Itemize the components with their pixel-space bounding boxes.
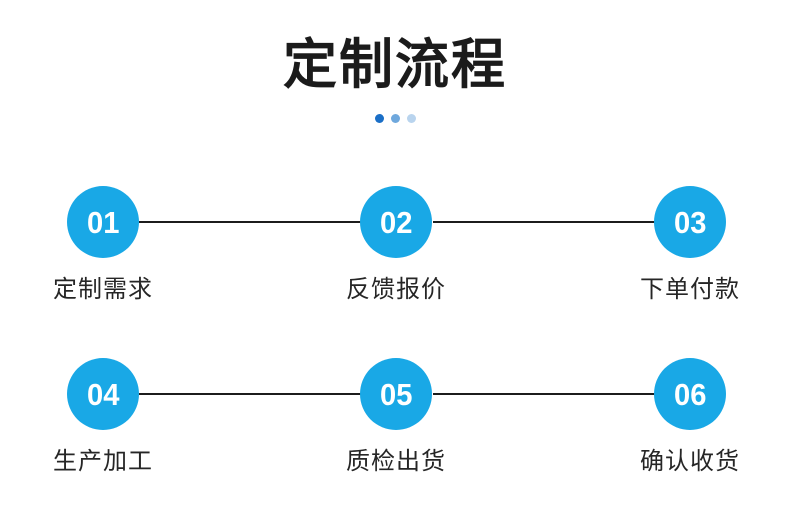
step-number-04: 04 <box>86 376 120 412</box>
step-number-02: 02 <box>379 204 413 240</box>
step-badge-03: 03 <box>654 186 726 258</box>
step-label-02: 反馈报价 <box>346 276 446 303</box>
process-step-05[interactable]: 05 质检出货 <box>316 358 476 477</box>
step-number-03: 03 <box>673 204 707 240</box>
step-number-05: 05 <box>379 376 413 412</box>
step-number-06: 06 <box>673 376 707 412</box>
process-steps: 01 定制需求 02 反馈报价 03 下单付款 <box>0 186 790 530</box>
process-step-04[interactable]: 04 生产加工 <box>23 358 183 477</box>
process-row-2: 04 生产加工 05 质检出货 06 确认收货 <box>0 358 790 530</box>
step-badge-04: 04 <box>67 358 139 430</box>
step-badge-01: 01 <box>67 186 139 258</box>
dot-indicator-group <box>0 114 790 123</box>
dot-3-icon <box>406 114 416 123</box>
process-row-1: 01 定制需求 02 反馈报价 03 下单付款 <box>0 186 790 358</box>
step-badge-02: 02 <box>360 186 432 258</box>
step-badge-05: 05 <box>360 358 432 430</box>
page-title: 定制流程 <box>283 35 507 95</box>
step-label-04: 生产加工 <box>53 448 153 475</box>
process-step-01[interactable]: 01 定制需求 <box>23 186 183 305</box>
step-label-01: 定制需求 <box>53 276 153 303</box>
dot-1-icon <box>374 114 384 123</box>
process-step-03[interactable]: 03 下单付款 <box>610 186 770 305</box>
dot-2-icon <box>390 114 400 123</box>
process-step-06[interactable]: 06 确认收货 <box>610 358 770 477</box>
header: 定制流程 <box>0 0 790 123</box>
step-label-06: 确认收货 <box>640 448 740 475</box>
step-label-05: 质检出货 <box>346 448 446 475</box>
step-number-01: 01 <box>86 204 120 240</box>
process-step-02[interactable]: 02 反馈报价 <box>316 186 476 305</box>
step-badge-06: 06 <box>654 358 726 430</box>
step-label-03: 下单付款 <box>640 276 740 303</box>
